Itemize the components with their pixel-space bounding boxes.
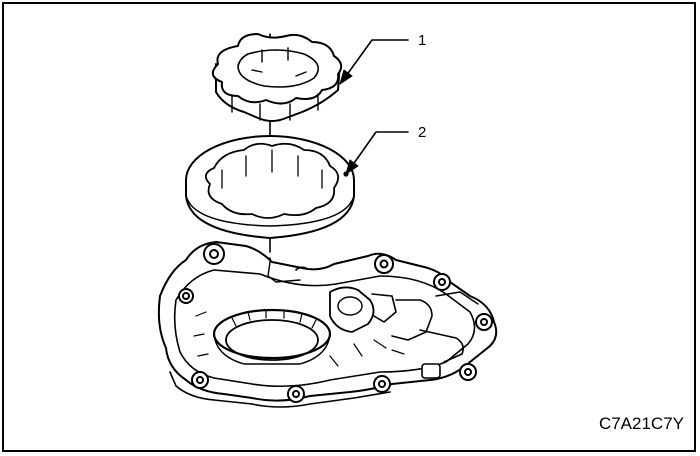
figure-code: C7A21C7Y <box>598 414 684 433</box>
callout-label-2: 2 <box>418 124 427 141</box>
inner-gear <box>211 33 343 122</box>
callout-label-1: 1 <box>418 32 427 49</box>
arrowhead-1 <box>339 69 353 85</box>
arrowhead-2 <box>345 159 359 175</box>
pump-housing <box>157 241 498 408</box>
leader-line-1 <box>345 39 409 77</box>
outer-gear <box>185 135 355 239</box>
leader-line-2 <box>351 131 409 167</box>
